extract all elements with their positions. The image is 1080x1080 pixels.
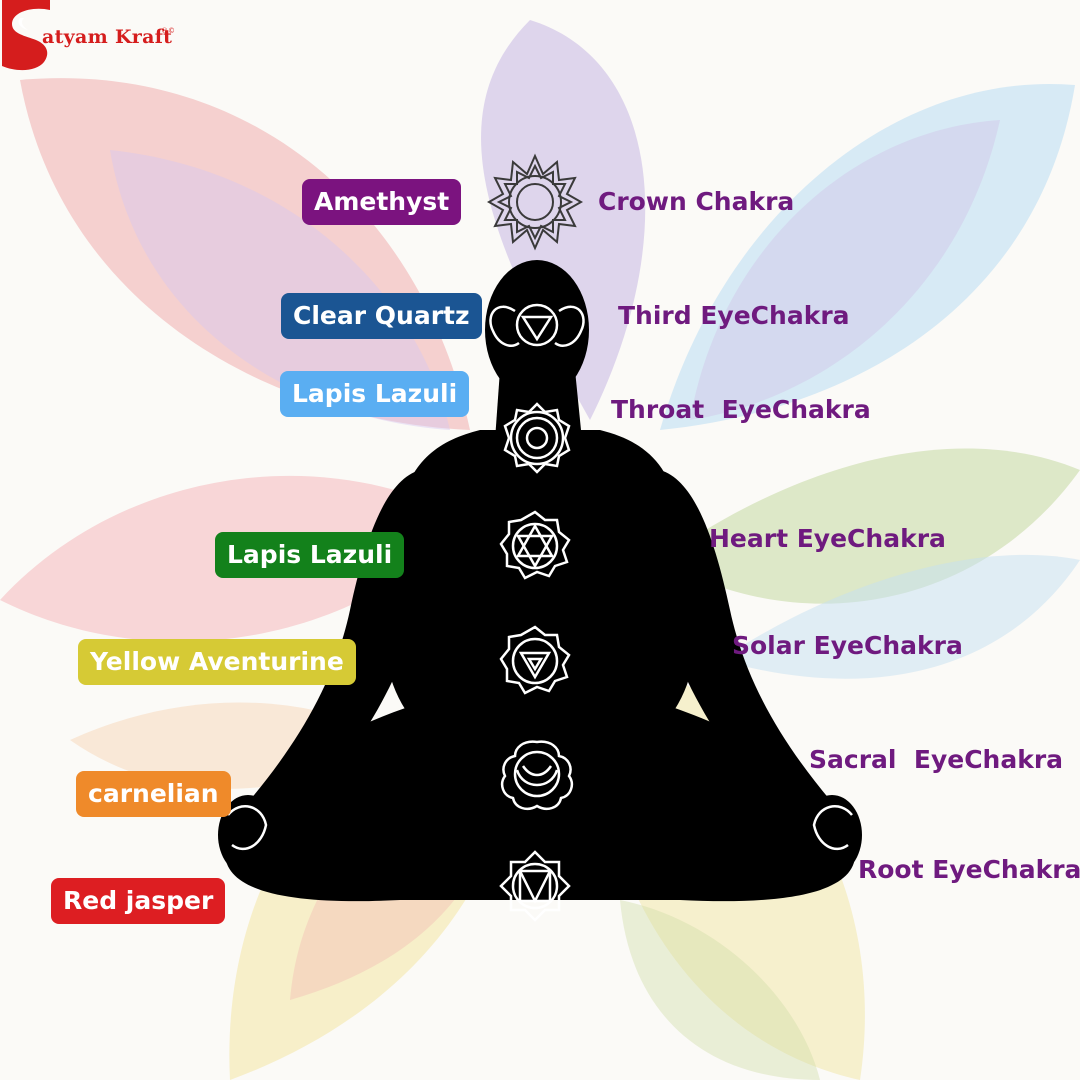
petal-blue-right: [720, 554, 1080, 679]
chakra-label: Heart EyeChakra: [709, 524, 946, 553]
left-hand-outline: [227, 805, 268, 851]
silhouette-legs: [224, 700, 856, 902]
brand-logo: atyam Kraft ®©: [0, 0, 176, 76]
chakra-label: Throat EyeChakra: [611, 395, 871, 424]
sacral-crescent-icon: [501, 740, 573, 810]
petal-green-right: [660, 448, 1080, 604]
chakra-label: Third EyeChakra: [618, 301, 850, 330]
stone-badge: Amethyst: [302, 179, 462, 225]
silhouette-head: [485, 260, 589, 400]
chakra-label: Crown Chakra: [598, 187, 795, 216]
stone-badge: Red jasper: [51, 878, 226, 924]
silhouette-right-arm: [650, 470, 830, 830]
petal-green-bottomright: [620, 900, 820, 1080]
heart-hexagram-icon: [499, 510, 571, 580]
third-eye-triangle-icon: [489, 303, 585, 347]
stone-badge: carnelian: [76, 771, 231, 817]
root-square-icon: [499, 850, 571, 922]
petal-lavender-left: [110, 150, 450, 430]
stone-badge: Lapis Lazuli: [280, 371, 470, 417]
right-hand-outline: [812, 805, 853, 851]
solar-triangle-icon: [499, 625, 571, 695]
stone-badge: Lapis Lazuli: [215, 532, 405, 578]
chakra-label: Sacral EyeChakra: [809, 745, 1064, 774]
petal-violet-right: [690, 120, 1000, 420]
logo-s-emblem: [2, 0, 50, 71]
chakra-label: Solar EyeChakra: [732, 631, 963, 660]
stone-badge: Clear Quartz: [281, 293, 482, 339]
brand-name: atyam Kraft: [42, 26, 173, 48]
chakra-label: Root EyeChakra: [858, 855, 1080, 884]
petal-blue-topright: [660, 83, 1075, 430]
stone-badge: Yellow Aventurine: [78, 639, 356, 685]
crown-lotus-icon: [486, 153, 584, 251]
petal-red-topleft: [20, 78, 470, 431]
brand-trademark: ®©: [161, 27, 175, 35]
silhouette-torso: [383, 430, 697, 740]
throat-circle-icon: [503, 402, 571, 474]
